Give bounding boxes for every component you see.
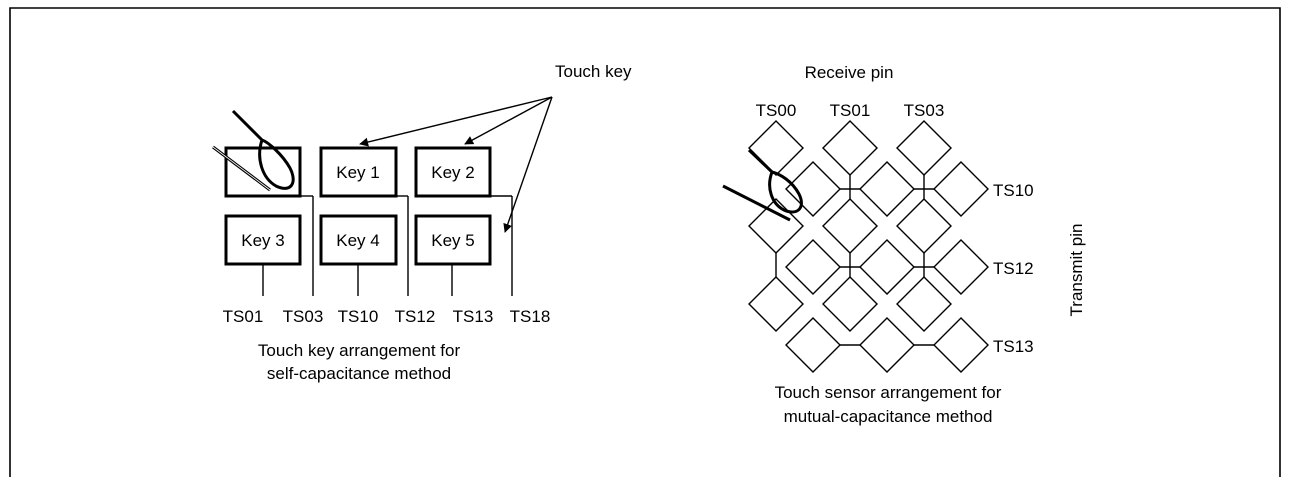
- figure-frame: [9, 7, 1281, 477]
- mutual-cap-caption-line1: Touch sensor arrangement for: [775, 383, 1002, 402]
- self-capacitance-diagram: Touch key Key 1 Key 2 Key 3 Key 4 Key 5: [212, 62, 632, 383]
- transmit-pin-label: Transmit pin: [1067, 224, 1086, 317]
- receive-electrode: [748, 276, 804, 332]
- pin-label-ts12: TS12: [395, 307, 436, 326]
- pin-label-ts10: TS10: [338, 307, 379, 326]
- receive-electrode: [822, 120, 878, 176]
- key-2-label: Key 2: [431, 163, 474, 182]
- key-3-label: Key 3: [241, 231, 284, 250]
- pin-label-ts03: TS03: [283, 307, 324, 326]
- receive-pin-ts03: TS03: [904, 101, 945, 120]
- receive-electrode: [822, 276, 878, 332]
- self-cap-caption-line2: self-capacitance method: [267, 364, 451, 383]
- arrow-to-key1: [359, 96, 553, 147]
- receive-electrode: [748, 120, 804, 176]
- receive-electrode: [896, 120, 952, 176]
- transmit-electrode: [785, 239, 841, 295]
- transmit-electrodes: [785, 161, 989, 373]
- self-cap-caption-line1: Touch key arrangement for: [258, 341, 461, 360]
- transmit-pin-ts10: TS10: [993, 181, 1034, 200]
- finger-icon: [212, 109, 295, 192]
- key-5: [414, 214, 492, 266]
- transmit-electrode: [785, 317, 841, 373]
- transmit-electrode: [933, 239, 989, 295]
- receive-electrode: [822, 198, 878, 254]
- receive-pin-label: Receive pin: [805, 63, 894, 82]
- mutual-capacitance-diagram: Receive pin TS00 TS01 TS03: [722, 63, 1086, 426]
- receive-electrodes: [748, 120, 952, 332]
- key-4-label: Key 4: [336, 231, 379, 250]
- touch-key-label: Touch key: [555, 62, 632, 81]
- arrow-to-key5: [503, 96, 553, 233]
- receive-electrode: [748, 198, 804, 254]
- pin-label-ts01: TS01: [223, 307, 264, 326]
- finger-icon: [722, 148, 803, 222]
- key-3: [224, 214, 302, 266]
- arrow-to-key2: [464, 96, 553, 145]
- receive-pin-ts00: TS00: [756, 101, 797, 120]
- self-cap-wires: [262, 195, 513, 296]
- receive-electrode: [896, 198, 952, 254]
- pin-label-ts13: TS13: [453, 307, 494, 326]
- transmit-pin-ts13: TS13: [993, 337, 1034, 356]
- key-5-label: Key 5: [431, 231, 474, 250]
- transmit-electrode: [859, 239, 915, 295]
- key-1-label: Key 1: [336, 163, 379, 182]
- transmit-electrode: [933, 161, 989, 217]
- transmit-electrode: [859, 317, 915, 373]
- transmit-electrode: [785, 161, 841, 217]
- key-2: [414, 146, 492, 198]
- receive-pin-ts01: TS01: [830, 101, 871, 120]
- mutual-cap-caption-line2: mutual-capacitance method: [784, 407, 993, 426]
- transmit-electrode: [859, 161, 915, 217]
- receive-electrode: [896, 276, 952, 332]
- pin-label-ts18: TS18: [510, 307, 551, 326]
- transmit-electrode: [933, 317, 989, 373]
- transmit-pin-ts12: TS12: [993, 259, 1034, 278]
- key-1: [319, 146, 398, 198]
- key-4: [319, 214, 398, 266]
